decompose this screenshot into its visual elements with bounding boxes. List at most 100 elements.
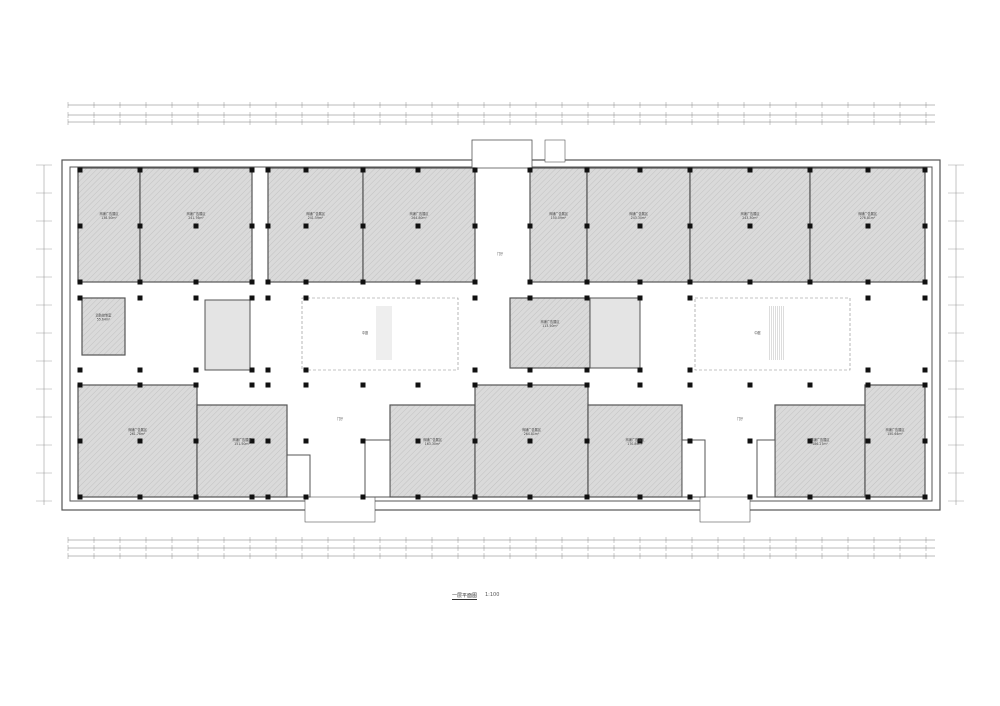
column: [807, 167, 813, 173]
column: [472, 438, 478, 444]
column: [687, 279, 693, 285]
column: [249, 494, 255, 500]
column: [265, 295, 271, 301]
room-area: 170.89m²: [627, 442, 643, 446]
room-name: 商铺广告展区: [232, 437, 252, 442]
room-name: 商铺广告展区: [629, 211, 649, 216]
room: [529, 167, 588, 283]
column: [415, 382, 421, 388]
room-area: 241.59m²: [308, 216, 324, 220]
column: [865, 367, 871, 373]
column: [137, 382, 143, 388]
small-room: [364, 439, 391, 498]
column: [747, 494, 753, 500]
service-room: [589, 297, 641, 369]
column: [865, 494, 871, 500]
column: [584, 367, 590, 373]
column: [415, 167, 421, 173]
column: [303, 494, 309, 500]
south-entrance-left: [304, 496, 376, 523]
column: [193, 223, 199, 229]
column: [687, 223, 693, 229]
column: [472, 494, 478, 500]
room: [774, 404, 866, 498]
column: [249, 223, 255, 229]
column: [249, 438, 255, 444]
column: [527, 167, 533, 173]
column: [77, 494, 83, 500]
room: [196, 404, 288, 498]
room: [81, 297, 126, 356]
column: [137, 167, 143, 173]
column: [865, 295, 871, 301]
room: [864, 384, 926, 498]
column: [265, 438, 271, 444]
column: [807, 438, 813, 444]
column: [303, 367, 309, 373]
column: [584, 167, 590, 173]
column: [527, 367, 533, 373]
column: [249, 279, 255, 285]
column: [303, 295, 309, 301]
room-area: 113.50m²: [542, 324, 558, 328]
column: [637, 367, 643, 373]
room: [587, 404, 683, 498]
room-name: 商铺广告展区: [540, 319, 560, 324]
column: [265, 223, 271, 229]
column: [747, 279, 753, 285]
stair: [544, 139, 566, 163]
small-room: [286, 454, 311, 498]
column: [360, 279, 366, 285]
column: [303, 382, 309, 388]
drawing-scale: 1:100: [485, 592, 500, 598]
column: [584, 438, 590, 444]
column: [249, 295, 255, 301]
column: [865, 279, 871, 285]
column: [922, 367, 928, 373]
labels: 商铺广告展区138.50m²商铺广告展区241.76m²商铺广告展区241.59…: [96, 211, 906, 446]
column: [77, 295, 83, 301]
column: [360, 223, 366, 229]
column: [807, 223, 813, 229]
column: [193, 279, 199, 285]
small-room: [681, 439, 706, 498]
room-area: 163.30m²: [425, 442, 441, 446]
column: [637, 279, 643, 285]
column: [922, 382, 928, 388]
column: [527, 494, 533, 500]
room-area: 151.50m²: [234, 442, 250, 446]
column: [265, 367, 271, 373]
column: [137, 223, 143, 229]
column: [265, 167, 271, 173]
column: [584, 295, 590, 301]
column: [922, 494, 928, 500]
column: [360, 494, 366, 500]
column: [747, 223, 753, 229]
atrium: [301, 297, 459, 371]
hall-label: 门厅: [497, 251, 504, 256]
column: [637, 295, 643, 301]
column: [249, 367, 255, 373]
column: [865, 167, 871, 173]
column: [527, 438, 533, 444]
column: [584, 382, 590, 388]
column: [77, 438, 83, 444]
column: [137, 279, 143, 285]
column: [303, 223, 309, 229]
column: [687, 382, 693, 388]
column: [249, 382, 255, 388]
column: [77, 367, 83, 373]
room-area: 243.30m²: [742, 216, 758, 220]
room-name: 商铺广告展区: [522, 427, 542, 432]
column: [747, 438, 753, 444]
column: [807, 279, 813, 285]
atrium-label: 中庭: [754, 330, 761, 335]
column: [472, 295, 478, 301]
dimension-lines: [36, 102, 964, 559]
column: [360, 438, 366, 444]
column: [137, 494, 143, 500]
column: [747, 167, 753, 173]
small-room: [756, 439, 776, 498]
column: [472, 367, 478, 373]
column: [77, 279, 83, 285]
